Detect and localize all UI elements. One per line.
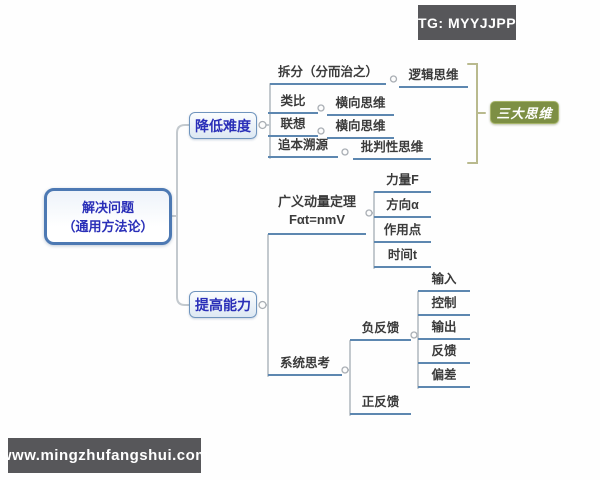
telegram-watermark-badge: TG: MYYJJPP <box>418 5 516 40</box>
momentum-theorem-line2: Fαt=nmV <box>288 211 346 227</box>
node-input[interactable]: 输入 <box>418 269 470 292</box>
node-generalized-momentum-theorem[interactable]: 广义动量定理 Fαt=nmV <box>268 191 366 235</box>
node-time-t[interactable]: 时间t <box>374 245 431 268</box>
node-split-divide-conquer[interactable]: 拆分（分而治之） <box>270 62 386 85</box>
node-systems-thinking[interactable]: 系统思考 <box>268 353 342 376</box>
node-output[interactable]: 输出 <box>418 317 470 340</box>
node-positive-feedback[interactable]: 正反馈 <box>350 392 411 415</box>
node-force-f[interactable]: 力量F <box>374 170 431 193</box>
branch-node-improve-ability[interactable]: 提高能力 <box>189 291 257 318</box>
collapse-circle-improve[interactable] <box>258 300 267 310</box>
node-negative-feedback[interactable]: 负反馈 <box>350 318 411 341</box>
website-watermark-badge: www.mingzhufangshui.com <box>0 438 209 473</box>
root-node-solve-problem[interactable]: 解决问题 （通用方法论） <box>44 188 172 245</box>
node-analogy[interactable]: 类比 <box>268 91 318 114</box>
collapse-circle-analogy[interactable] <box>317 104 325 112</box>
node-direction-alpha[interactable]: 方向α <box>374 195 431 218</box>
node-deviation[interactable]: 偏差 <box>418 364 470 388</box>
node-lateral-thinking-2[interactable]: 横向思维 <box>327 116 394 139</box>
node-logical-thinking[interactable]: 逻辑思维 <box>399 65 468 88</box>
collapse-circle-systems[interactable] <box>341 366 349 374</box>
summary-label-three-thinkings[interactable]: 三大思维 <box>490 101 559 124</box>
momentum-theorem-line1: 广义动量定理 <box>277 193 356 209</box>
node-critical-thinking[interactable]: 批判性思维 <box>353 137 431 160</box>
collapse-circle-negative-feedback[interactable] <box>410 331 418 339</box>
collapse-circle-association[interactable] <box>317 127 325 135</box>
node-feedback[interactable]: 反馈 <box>418 341 470 364</box>
summary-bracket <box>467 63 486 164</box>
node-trace-to-source[interactable]: 追本溯源 <box>268 135 338 158</box>
root-title-line1: 解决问题 <box>81 199 134 215</box>
node-association[interactable]: 联想 <box>268 114 318 137</box>
collapse-circle-split[interactable] <box>389 75 398 83</box>
collapse-circle-reduce[interactable] <box>258 120 267 130</box>
branch-node-reduce-difficulty[interactable]: 降低难度 <box>189 112 257 139</box>
collapse-circle-tracing[interactable] <box>341 148 349 156</box>
node-application-point[interactable]: 作用点 <box>374 220 431 243</box>
collapse-circle-momentum[interactable] <box>365 209 373 217</box>
node-control[interactable]: 控制 <box>418 293 470 316</box>
root-title-line2: （通用方法论） <box>62 218 154 234</box>
node-lateral-thinking-1[interactable]: 横向思维 <box>327 93 394 116</box>
